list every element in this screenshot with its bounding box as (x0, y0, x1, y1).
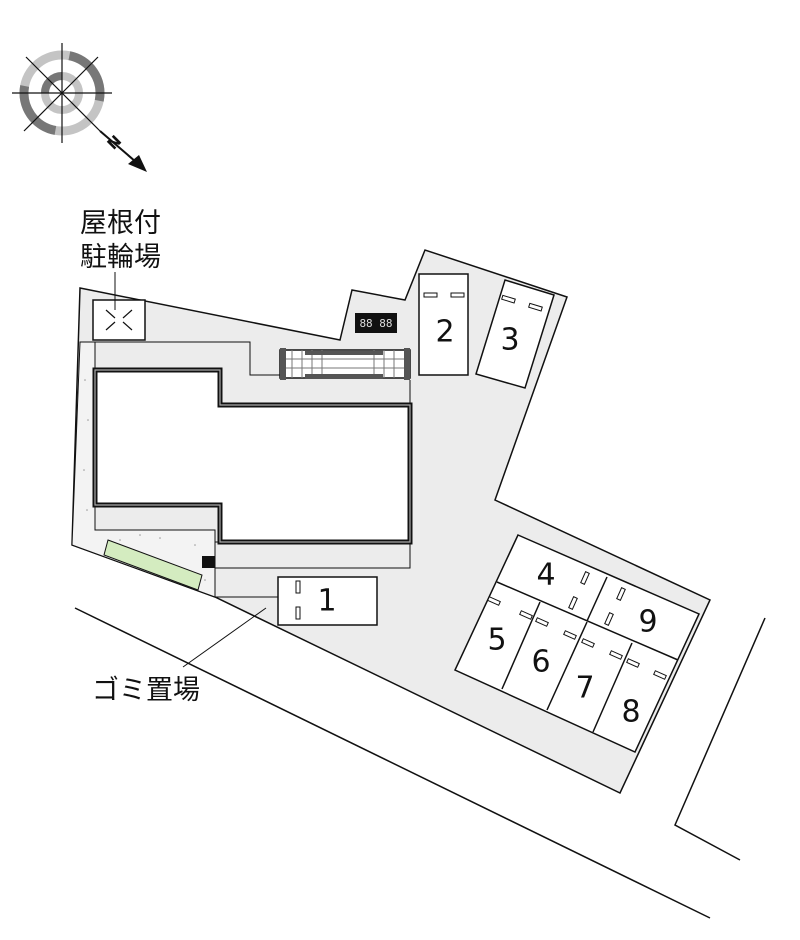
parking-space-1: 1 (277, 576, 378, 626)
parking-number-5: 5 (487, 623, 506, 658)
bike-parking-label-2: 駐輪場 (80, 242, 161, 273)
parking-number-7: 7 (575, 671, 594, 706)
parking-number-3: 3 (500, 323, 519, 358)
parking-number-2: 2 (435, 315, 454, 350)
garbage-area-outline (214, 568, 278, 598)
stairs (279, 348, 411, 380)
bike-parking (92, 299, 146, 341)
parking-block: 4 5 6 7 8 9 (454, 534, 701, 753)
bike-parking-label-1: 屋根付 (80, 208, 161, 239)
mailbox: 88 88 (355, 313, 397, 333)
parking-space-2: 2 (418, 273, 469, 376)
garbage-label: ゴミ置場 (92, 675, 200, 706)
parking-number-9: 9 (638, 605, 657, 640)
compass-icon: N (12, 43, 147, 172)
walkway-bottom (214, 541, 411, 569)
parking-space-3: 3 (475, 279, 555, 389)
svg-text:88 88: 88 88 (359, 317, 392, 330)
building-inner-line (94, 369, 411, 543)
garbage-box (202, 556, 215, 568)
planting-bed (103, 539, 203, 591)
parking-number-6: 6 (531, 645, 550, 680)
garbage-leader (182, 607, 267, 668)
gravel-dots (83, 379, 206, 581)
walkway-top (95, 341, 280, 376)
road-line-east (674, 617, 766, 861)
road-line-south (74, 607, 711, 919)
parking-number-8: 8 (621, 695, 640, 730)
parking-number-4: 4 (536, 558, 555, 593)
parking-number-1: 1 (317, 584, 336, 619)
